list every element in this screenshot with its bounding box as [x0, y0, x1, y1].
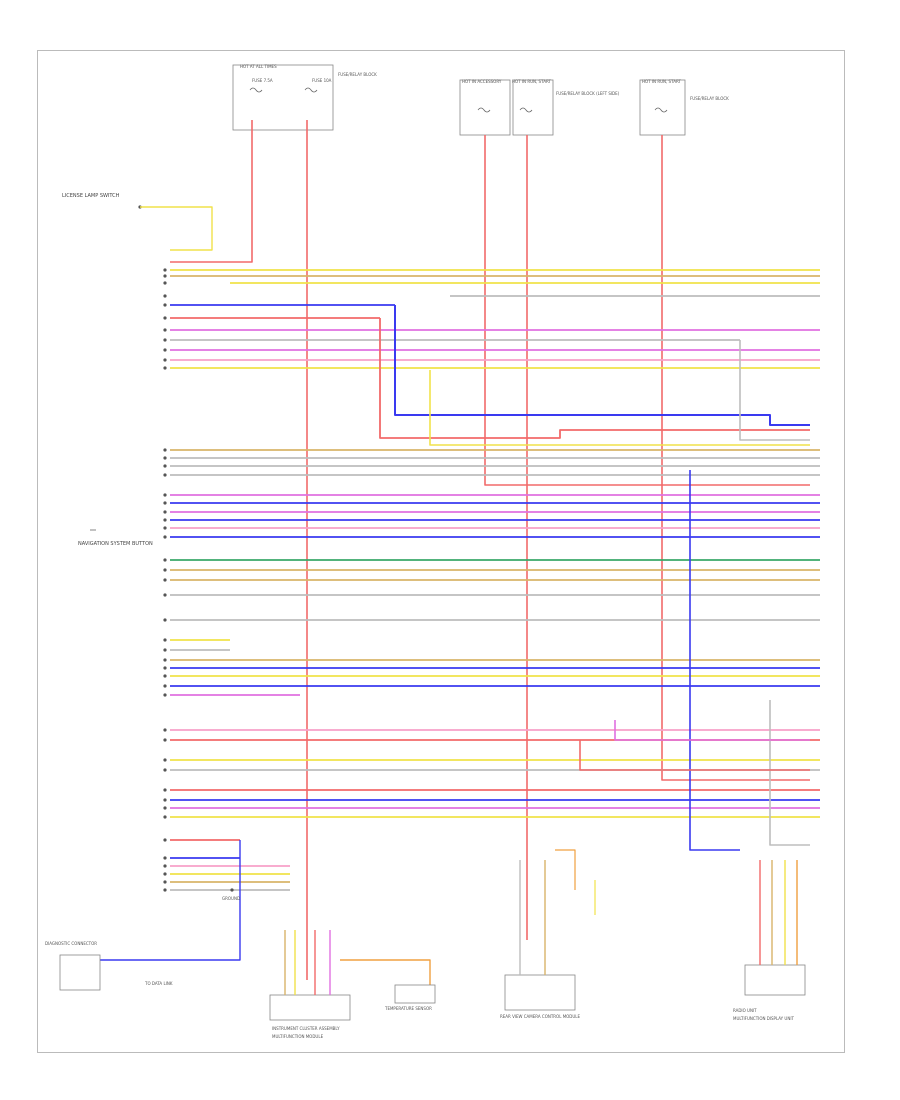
left-switch-label: LICENSE LAMP SWITCH [62, 193, 120, 199]
bus-pin-18 [163, 518, 167, 522]
bus-pin-35 [163, 758, 167, 762]
bus-pin-0 [163, 268, 167, 272]
bus-pin-25 [163, 618, 167, 622]
mid-fuse-1-label: HOT IN ACCESSORY [462, 79, 502, 84]
bus-pin-11 [163, 448, 167, 452]
bus-pin-37 [163, 788, 167, 792]
ground-label: GROUND [222, 896, 240, 901]
bus-pin-15 [163, 493, 167, 497]
mid-fuse-3-label: FUSE/RELAY BLOCK (LEFT SIDE) [556, 91, 620, 96]
bus-pin-33 [163, 728, 167, 732]
bus-pin-44 [163, 872, 167, 876]
bus-pin-23 [163, 578, 167, 582]
left-module-label: NAVIGATION SYSTEM BUTTON [78, 541, 153, 547]
bus-pin-12 [163, 456, 167, 460]
bus-pin-8 [163, 348, 167, 352]
top-fuse-panel-label: FUSE/RELAY BLOCK [338, 72, 377, 77]
top-fuse-2-symbol [304, 87, 318, 93]
right-fuse-symbol [654, 107, 668, 113]
bus-pin-42 [163, 856, 167, 860]
bus-pin-19 [163, 526, 167, 530]
temp-sensor-box [394, 984, 436, 1004]
bus-pin-16 [163, 501, 167, 505]
bus-pin-39 [163, 806, 167, 810]
top-fuse-block-outline [232, 64, 334, 131]
bus-pin-27 [163, 648, 167, 652]
diagram-frame [37, 50, 845, 1053]
bus-pin-14 [163, 473, 167, 477]
wire-red-lower [579, 740, 810, 771]
bus-pin-38 [163, 798, 167, 802]
bus-pin-28 [163, 658, 167, 662]
top-fuse-block-label: HOT AT ALL TIMES [240, 64, 277, 69]
bus-pin-43 [163, 864, 167, 868]
bus-pin-1 [163, 274, 167, 278]
camera-wire-3 [555, 849, 576, 890]
wire-blue-diag [100, 840, 241, 961]
top-fuse-2-label: FUSE 10A [312, 78, 332, 83]
mid-fuse-block-outline [459, 79, 511, 136]
bus-pin-20 [163, 535, 167, 539]
right-fuse-2-label: FUSE/RELAY BLOCK [690, 96, 729, 101]
bus-pin-31 [163, 684, 167, 688]
diag-connector-label: DIAGNOSTIC CONNECTOR [45, 941, 97, 946]
wire-gray-down [769, 700, 810, 846]
wire-blue-down [689, 470, 740, 851]
bus-pin-10 [163, 366, 167, 370]
radio-unit-label: RADIO UNIT [733, 1008, 757, 1013]
instrument-cluster-note: MULTIFUNCTION MODULE [272, 1034, 324, 1039]
right-fuse-1-label: HOT IN RUN, START [642, 79, 681, 84]
mid-fuse-2-label: HOT IN RUN, START [512, 79, 551, 84]
bus-pin-21 [163, 558, 167, 562]
bus-pin-26 [163, 638, 167, 642]
wire-red-feed-3 [484, 135, 810, 486]
wire-red-route [379, 318, 810, 439]
bus-pin-32 [163, 693, 167, 697]
instrument-cluster-label: INSTRUMENT CLUSTER ASSEMBLY [272, 1026, 340, 1031]
radio-unit-note: MULTIFUNCTION DISPLAY UNIT [733, 1016, 795, 1021]
wire-red-feed-1 [170, 120, 253, 263]
bus-pin-30 [163, 674, 167, 678]
bus-pin-17 [163, 510, 167, 514]
bus-pin-29 [163, 666, 167, 670]
bus-pin-5 [163, 316, 167, 320]
bus-pin-3 [163, 294, 167, 298]
bus-pin-9 [163, 358, 167, 362]
mid-fuse-1-symbol [477, 107, 491, 113]
bus-pin-34 [163, 738, 167, 742]
instrument-cluster-box [269, 994, 351, 1021]
mid-fuse-block-outline-2 [512, 79, 554, 136]
wire-yellow-route [429, 370, 810, 446]
bus-pin-4 [163, 303, 167, 307]
top-fuse-1-label: FUSE 7.5A [252, 78, 273, 83]
mid-fuse-2-symbol [519, 107, 533, 113]
bus-pin-2 [163, 281, 167, 285]
top-fuse-1-symbol [249, 87, 263, 93]
bus-pin-6 [163, 328, 167, 332]
bus-pin-36 [163, 768, 167, 772]
bus-pin-22 [163, 568, 167, 572]
ground-pin [230, 888, 234, 892]
wire-violet-lower [614, 720, 810, 741]
diag-connector-box [59, 954, 101, 991]
right-fuse-block-outline [639, 79, 686, 136]
camera-module-box [504, 974, 576, 1011]
wire-gray-route [739, 340, 810, 441]
wire-blue-route [394, 305, 810, 426]
bus-pin-40 [163, 815, 167, 819]
bus-pin-24 [163, 593, 167, 597]
diag-connector-note: TO DATA LINK [144, 981, 173, 986]
camera-module-label: REAR VIEW CAMERA CONTROL MODULE [500, 1014, 581, 1019]
wire-switch-feed [140, 206, 213, 251]
temp-sensor-label: TEMPERATURE SENSOR [384, 1006, 432, 1011]
radio-unit-box [744, 964, 806, 996]
bus-pin-13 [163, 464, 167, 468]
bus-pin-7 [163, 338, 167, 342]
bus-pin-46 [163, 888, 167, 892]
bus-pin-45 [163, 880, 167, 884]
cluster-wire-5 [340, 959, 431, 985]
bus-pin-41 [163, 838, 167, 842]
